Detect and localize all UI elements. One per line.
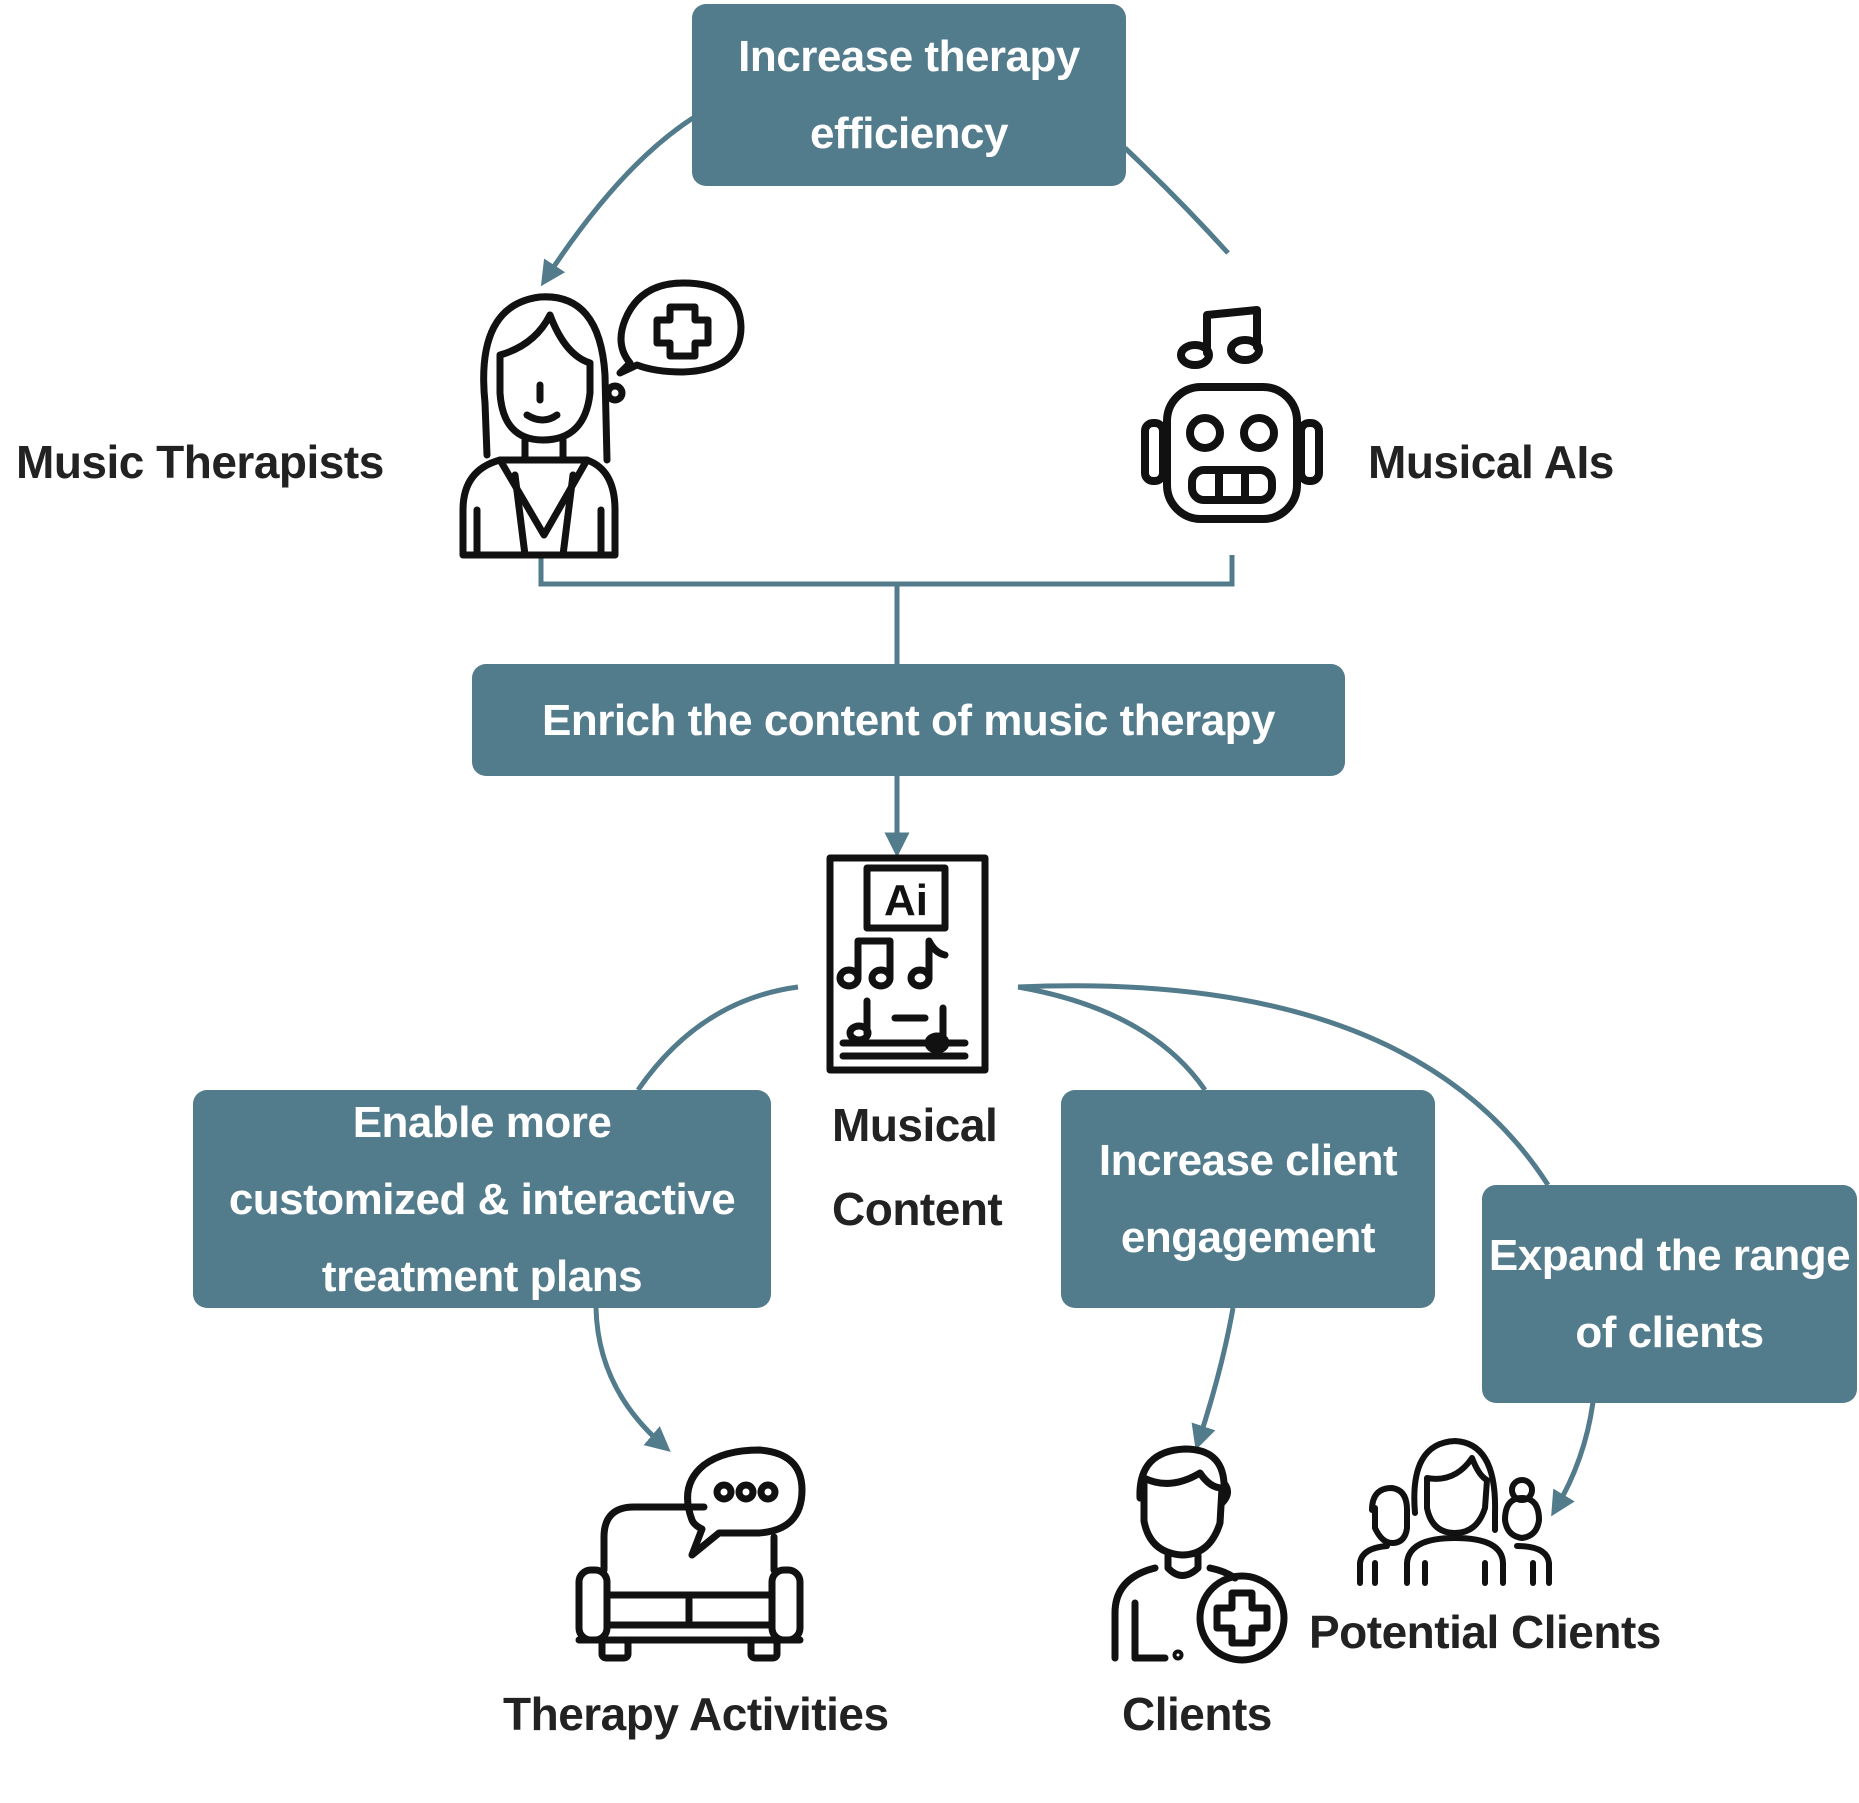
therapist-icon: [455, 275, 745, 560]
label-potential-clients: Potential Clients: [1309, 1606, 1661, 1658]
ai-text-mark: Ai: [884, 876, 928, 925]
label-therapy-activities: Therapy Activities: [503, 1688, 889, 1740]
bracket-therapists-ais: [538, 555, 1235, 587]
curve-content-to-engagement: [1017, 984, 1208, 1092]
group-icon: [1357, 1438, 1552, 1586]
box-enrich-content-text: Enrich the content of music therapy: [541, 695, 1276, 745]
label-clients: Clients: [1122, 1688, 1272, 1740]
arrow-range-to-potential: [1551, 1401, 1596, 1517]
box-customized-plans-text: Enable more customized & interactive tre…: [228, 1097, 736, 1301]
label-musical-ais: Musical AIs: [1368, 436, 1614, 488]
box-enrich-content: Enrich the content of music therapy: [472, 664, 1345, 776]
box-increase-efficiency: Increase therapy efficiency: [692, 4, 1126, 186]
sofa-icon: [574, 1445, 806, 1663]
label-music-therapists: Music Therapists: [16, 436, 384, 488]
arrow-efficiency-to-therapists: [540, 115, 695, 287]
box-expand-range: Expand the range of clients: [1482, 1185, 1857, 1403]
box-increase-efficiency-text: Increase therapy efficiency: [738, 32, 1080, 158]
box-customized-plans: Enable more customized & interactive tre…: [193, 1090, 771, 1308]
client-icon: [1110, 1443, 1290, 1665]
arrow-engagement-to-clients: [1191, 1307, 1236, 1451]
curve-content-to-range: [1017, 983, 1551, 1187]
box-client-engagement: Increase client engagement: [1061, 1090, 1435, 1308]
ai-music-sheet-icon: Ai: [825, 853, 990, 1075]
box-expand-range-text: Expand the range of clients: [1488, 1231, 1851, 1357]
robot-icon: [1137, 305, 1327, 525]
line-efficiency-to-ais: [1123, 146, 1230, 255]
label-musical-content: Musical Content: [832, 1099, 1003, 1235]
arrow-customized-to-activities: [593, 1307, 671, 1452]
curve-content-to-customized: [635, 984, 799, 1092]
box-client-engagement-text: Increase client engagement: [1098, 1136, 1398, 1262]
